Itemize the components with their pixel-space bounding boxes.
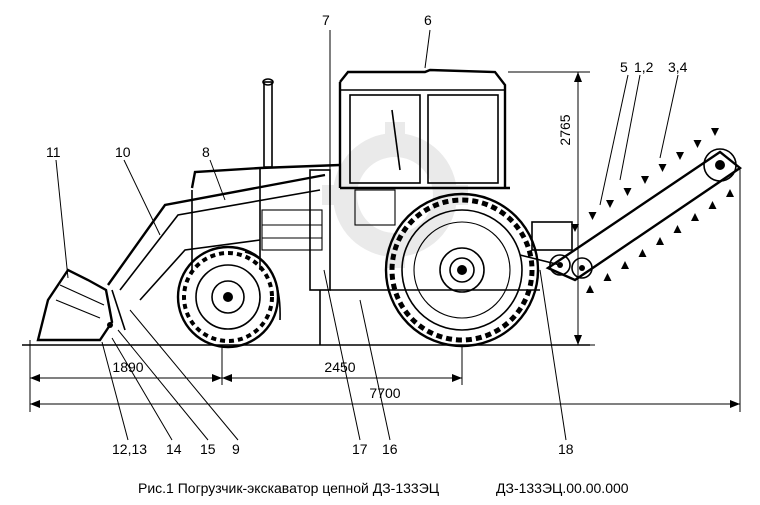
chain-tooth — [641, 176, 649, 184]
dim-height-text: 2765 — [557, 114, 573, 145]
callout-1-2: 1,2 — [634, 59, 654, 75]
callout-16: 16 — [382, 441, 398, 457]
chain-tooth — [691, 213, 699, 221]
dim-overall-text: 7700 — [369, 385, 400, 401]
leader-lines — [55, 29, 679, 441]
front-wheel — [176, 245, 280, 349]
cab — [338, 68, 510, 226]
height-dimension — [508, 71, 595, 346]
callout-3-4: 3,4 — [668, 59, 688, 75]
callout-9: 9 — [232, 441, 240, 457]
callout-8: 8 — [202, 144, 210, 160]
callout-6: 6 — [424, 12, 432, 28]
chain-tooth — [603, 273, 612, 281]
loader-bucket — [36, 268, 114, 342]
chain-tooth — [656, 237, 664, 245]
chain-tooth — [638, 249, 647, 257]
chain-tooth — [623, 188, 632, 196]
chain-tooth — [673, 225, 682, 233]
chain-tooth — [726, 189, 734, 197]
callout-5: 5 — [620, 59, 628, 75]
caption-title: Рис.1 Погрузчик-экскаватор цепной ДЗ-133… — [138, 480, 440, 496]
callout-17: 17 — [352, 441, 368, 457]
chain-tooth — [621, 261, 629, 269]
callout-12-13: 12,13 — [112, 441, 147, 457]
chain-tooth — [693, 140, 702, 148]
dim-wheelbase-text: 2450 — [324, 359, 355, 375]
exhaust-pipe — [262, 78, 274, 168]
front-fender — [244, 251, 281, 321]
chain-tooth — [588, 212, 597, 220]
callout-14: 14 — [166, 441, 182, 457]
hood — [190, 163, 341, 270]
caption-code: ДЗ-133ЭЦ.00.00.000 — [496, 480, 629, 496]
chain-tooth — [586, 285, 594, 293]
horizontal-dimensions — [29, 168, 741, 412]
callout-11: 11 — [46, 144, 61, 160]
callout-15: 15 — [200, 441, 216, 457]
dim-front-text: 1890 — [112, 359, 143, 375]
chain-teeth — [571, 128, 734, 293]
callout-7: 7 — [322, 12, 330, 28]
trencher-boom — [519, 148, 743, 282]
chain-tooth — [571, 224, 579, 232]
chain-tooth — [658, 164, 667, 172]
callout-10: 10 — [115, 144, 131, 160]
rear-wheel — [384, 192, 540, 348]
chain-tooth — [708, 201, 717, 209]
chain-tooth — [606, 200, 614, 208]
chain-tooth — [711, 128, 719, 136]
chain-tooth — [676, 152, 684, 160]
callout-18: 18 — [558, 441, 574, 457]
loader-boom — [107, 173, 326, 331]
